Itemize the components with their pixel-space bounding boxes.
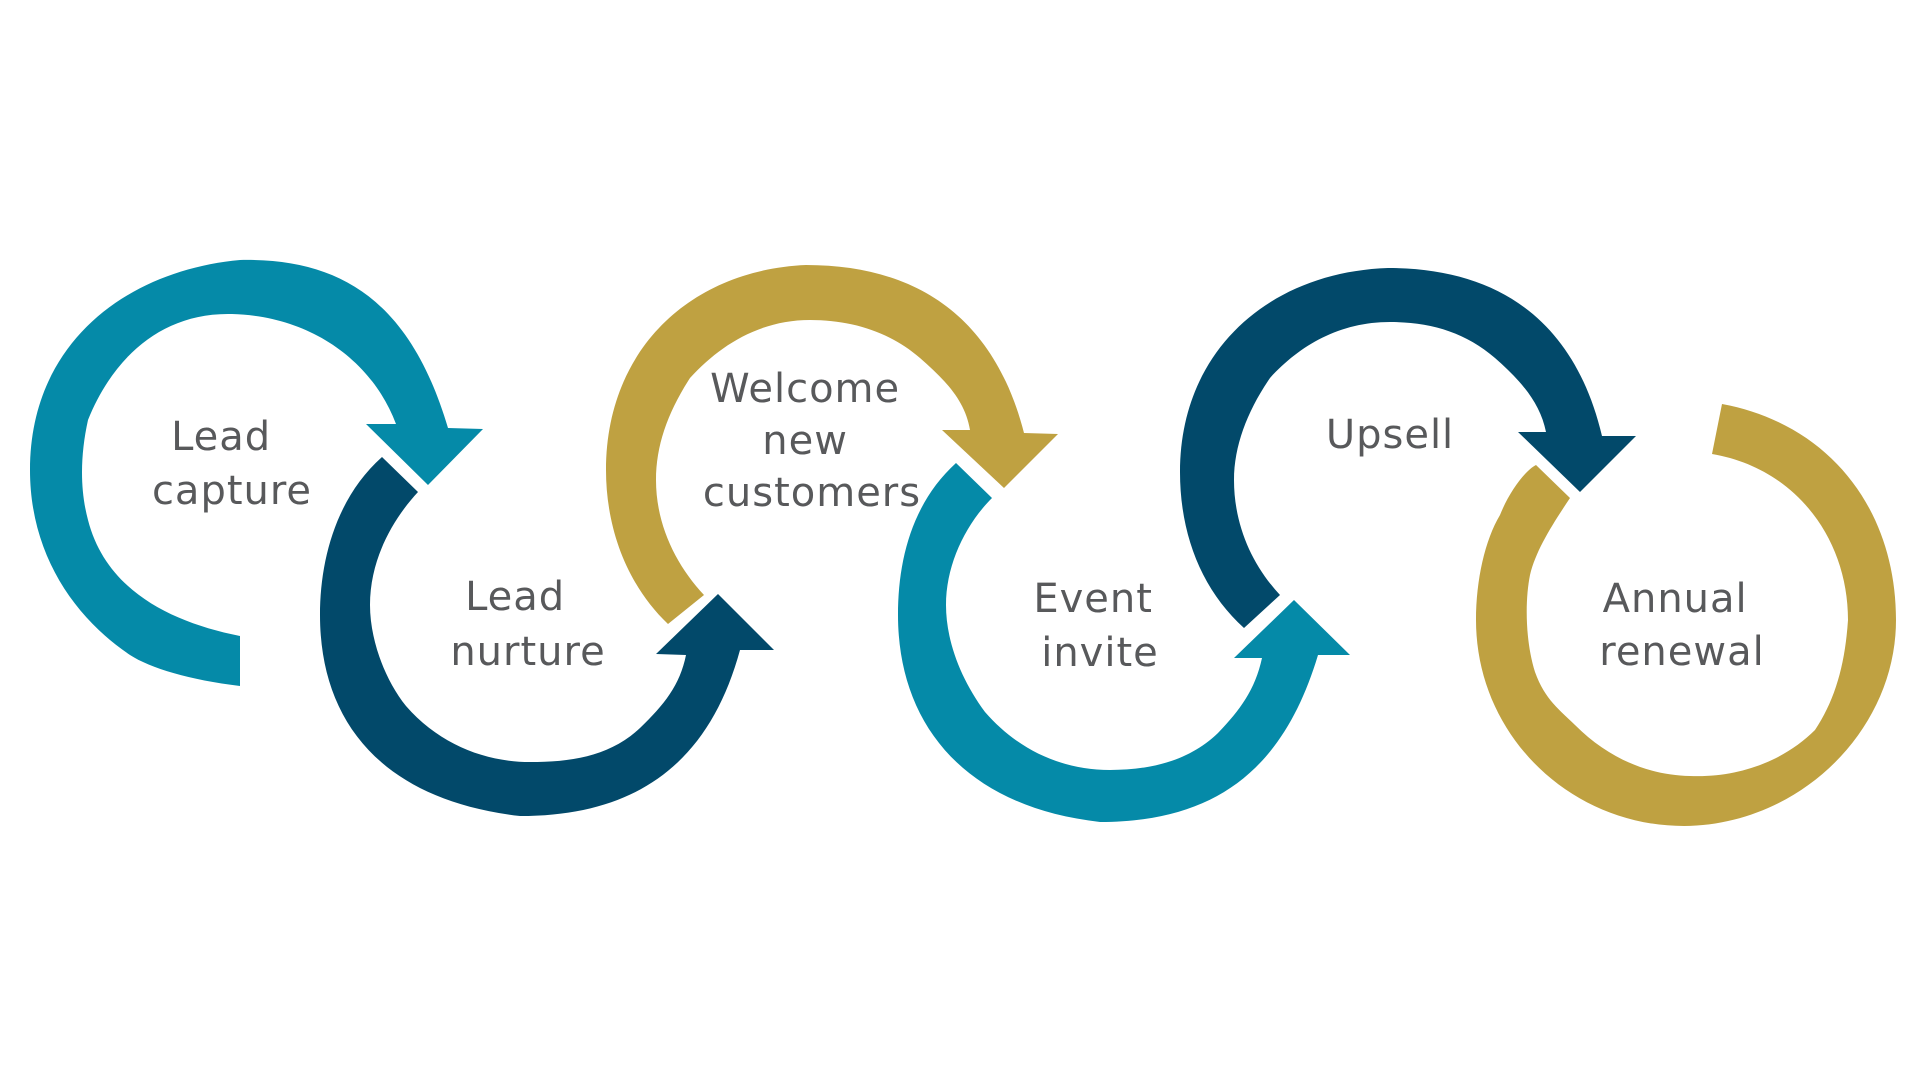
lead-capture-arrow bbox=[30, 259, 483, 686]
upsell-line-1: Upsell bbox=[1326, 412, 1454, 458]
stage-upsell: Upsell bbox=[1180, 268, 1636, 628]
welcome-new-customers-arrow bbox=[606, 265, 1058, 624]
annual-renewal-line-2: renewal bbox=[1599, 629, 1764, 675]
lead-nurture-line-1: Lead bbox=[465, 574, 565, 620]
lead-nurture-label: Lead nurture bbox=[450, 574, 605, 675]
lead-capture-label: Lead capture bbox=[152, 414, 312, 514]
lead-capture-line-1: Lead bbox=[171, 414, 271, 460]
welcome-line-3: customers bbox=[703, 470, 921, 516]
stage-annual-renewal: Annual renewal bbox=[1476, 404, 1896, 826]
event-invite-arrow bbox=[898, 463, 1350, 822]
upsell-label: Upsell bbox=[1326, 412, 1454, 458]
annual-renewal-label: Annual renewal bbox=[1599, 576, 1764, 675]
lead-capture-line-2: capture bbox=[152, 468, 312, 514]
welcome-line-1: Welcome bbox=[710, 366, 900, 412]
stage-welcome-new-customers: Welcome new customers bbox=[606, 265, 1058, 624]
upsell-arrow bbox=[1180, 268, 1636, 628]
stage-lead-capture: Lead capture bbox=[30, 259, 483, 686]
lead-nurture-arrow bbox=[320, 457, 774, 816]
event-invite-label: Event invite bbox=[1033, 576, 1166, 676]
stage-lead-nurture: Lead nurture bbox=[320, 457, 774, 816]
event-invite-line-2: invite bbox=[1041, 630, 1159, 676]
event-invite-line-1: Event bbox=[1033, 576, 1153, 622]
welcome-line-2: new bbox=[762, 418, 848, 464]
welcome-new-customers-label: Welcome new customers bbox=[703, 366, 921, 516]
lead-nurture-line-2: nurture bbox=[450, 629, 605, 675]
stage-event-invite: Event invite bbox=[898, 463, 1350, 822]
annual-renewal-line-1: Annual bbox=[1603, 576, 1748, 622]
